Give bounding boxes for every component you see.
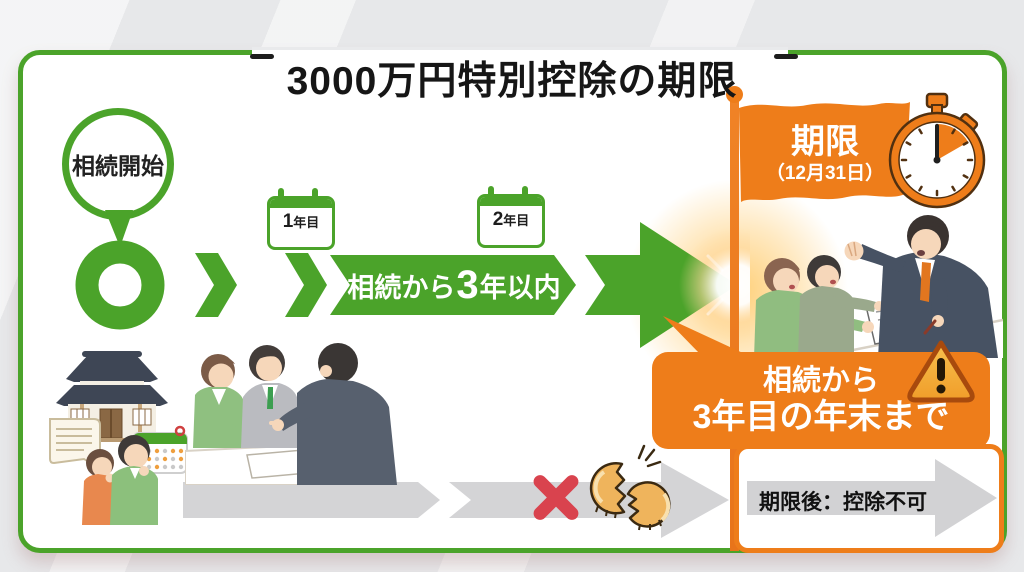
year2-number: 2 [492,209,504,230]
start-bubble-tail [105,210,133,247]
stopwatch-icon [888,92,986,209]
deadline-box-tail [663,316,745,354]
consultant-figure [269,343,397,485]
scroll-document-icon [49,418,101,465]
flag-date: （12月31日） [765,163,885,184]
gray-timeline-arrow [183,462,729,538]
start-bubble: 相続開始 [62,108,174,220]
after-deadline-arrow [747,459,997,537]
flag-pole [730,96,739,551]
timeline-start-ring [75,240,165,330]
year1-number: 1 [282,211,294,232]
house-icon [56,351,168,442]
page-title: 3000万円特別控除の期限 [286,60,738,104]
deadline-summary-line2: 3年目の年末まで [692,397,950,436]
advisor-figure [844,215,998,358]
arrow-label-number: 3 [456,262,479,307]
wife-figure [193,354,252,448]
thinking-couple [82,435,158,525]
deadline-summary-line1: 相続から [762,365,879,398]
pointing-man-figure [798,255,892,358]
start-bubble-label: 相続開始 [72,153,164,179]
inheritance-scene [49,351,188,525]
deadline-summary-box: 相続から 3年目の年末まで [652,352,990,449]
flag-title: 期限 [791,123,859,161]
title-left-dash [250,54,274,59]
year2-suffix: 年目 [503,213,530,228]
arrow-label-post: 年以内 [479,272,561,303]
deadline-flag-icon [739,102,910,202]
year1-suffix: 年目 [293,215,320,230]
title-background-mask [252,47,788,58]
broken-coin-icon [589,444,671,531]
warning-triangle-icon [907,340,975,403]
consultation-scene [185,343,397,485]
after-deadline-label: 期限後：控除不可 [759,491,927,514]
flag-pole-ball [726,86,743,103]
title-right-dash [774,54,798,59]
arrow-label-pre: 相続から [347,272,456,303]
red-cross-icon [527,469,585,527]
husband-figure [241,345,299,448]
advisor-scene [754,215,1003,358]
